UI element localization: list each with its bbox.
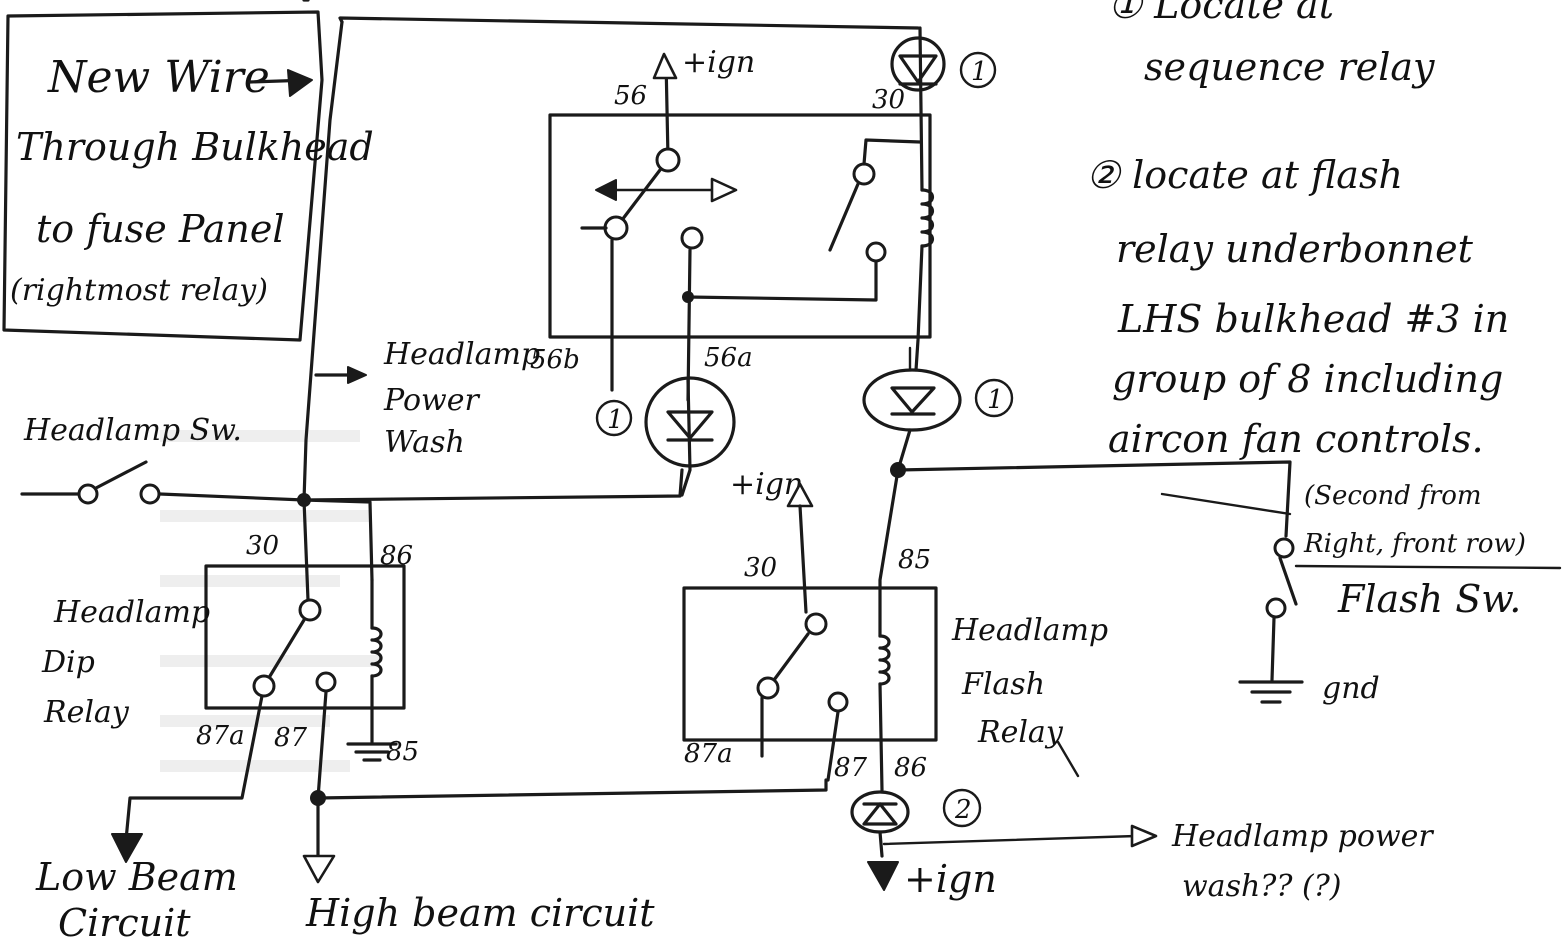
pin-56: 56 [614,81,647,111]
flash-sw-label: Flash Sw. [1337,577,1521,621]
high-beam-label: High beam circuit [305,891,655,935]
note2-line5: aircon fan controls. [1108,417,1484,461]
ign-bottom-label: +ign [904,857,997,901]
note2-line2: relay underbonnet [1116,227,1474,271]
flash-relay-label-3: Relay [977,715,1064,750]
note1-line1: ① Locate at [1108,0,1335,27]
power-wash-arrow-icon [347,366,367,384]
headlamp-switch: Headlamp Sw. [20,413,684,582]
flash-relay: +ign 30 87a 87 85 86 Headlamp Flash Rela… [682,467,1108,792]
low-beam-arrow-icon [111,833,143,863]
headlamp-sw-label: Headlamp Sw. [23,413,242,448]
diode-2: 2 +ign Headlamp power wash?? (?) [850,788,1434,904]
dip-relay-label-2: Dip [41,645,95,680]
pin-30-dip: 30 [246,531,279,561]
box-arrow-icon [287,69,313,97]
box-note-line4: (rightmost relay) [10,273,268,308]
main-feed-wire [302,0,920,502]
power-wash-label-2: Power [383,383,480,418]
ign-mid-label: +ign [730,467,803,502]
low-beam-label-2: Circuit [58,901,191,945]
pin-85-dip: 85 [386,737,419,767]
pin-85-flash: 85 [898,545,931,575]
pin-56b: 56b [530,345,580,375]
ign-top-label: +ign [682,45,755,80]
gnd-label: gnd [1322,671,1380,706]
diode-56a: 1 [595,376,736,497]
power-wash-label-1: Headlamp [383,337,540,372]
dip-relay: 30 86 85 87a 87 Headlamp Dip Relay [41,498,419,767]
marker-1a: 1 [971,57,988,87]
power-wash-out-arrow-icon [1130,824,1158,848]
marker-1c: 1 [987,385,1004,415]
beam-outputs: Low Beam Circuit High beam circuit [35,690,828,945]
power-wash-out-label-2: wash?? (?) [1182,869,1341,904]
ign-bottom-arrow-icon [867,861,899,891]
pin-87-flash: 87 [834,753,868,783]
bulkhead-note-box: New Wire Through Bulkhead to fuse Panel … [2,10,374,342]
high-beam-arrow-icon [302,854,336,884]
box-note-line1: New Wire [47,52,270,103]
ign-up-arrow-icon [652,52,678,80]
pin-87a-dip: 87a [196,721,245,751]
note2-line1: ② locate at flash [1086,153,1403,197]
diode-coil: 1 [862,346,1014,478]
marker-2: 2 [954,795,972,825]
pin-86-flash: 86 [894,753,927,783]
pin-87-dip: 87 [274,723,308,753]
power-wash-label: Headlamp Power Wash [383,337,540,460]
flash-switch: gnd Flash Sw. (Second from Right, front … [896,460,1562,706]
marker-1b: 1 [607,405,624,435]
box-note-line2: Through Bulkhead [16,125,374,169]
power-wash-out-label-1: Headlamp power [1171,819,1434,854]
pin-56a: 56a [704,343,753,373]
note2-line4: group of 8 including [1112,357,1503,401]
dip-relay-label-3: Relay [43,695,130,730]
pin-30-seq: 30 [872,85,905,115]
flash-sw-note-1: (Second from [1304,481,1482,511]
flash-relay-label-2: Flash [961,667,1045,702]
note2-line3: LHS bulkhead #3 in [1117,297,1509,341]
box-note-line3: to fuse Panel [36,207,284,251]
pin-30-flash: 30 [744,553,777,583]
note1-line2: sequence relay [1144,45,1435,89]
flash-sw-note-2: Right, front row) [1303,529,1526,559]
low-beam-label-1: Low Beam [35,855,238,899]
power-wash-label-3: Wash [384,425,465,460]
pin-87a-flash: 87a [684,739,733,769]
flash-relay-label-1: Headlamp [951,613,1108,648]
pin-86-dip: 86 [380,541,413,571]
sequence-relay: +ign 56 30 1 56b 56a [530,26,997,402]
right-notes: ① Locate at sequence relay ② locate at f… [1086,0,1509,461]
dip-relay-label-1: Headlamp [53,595,210,630]
